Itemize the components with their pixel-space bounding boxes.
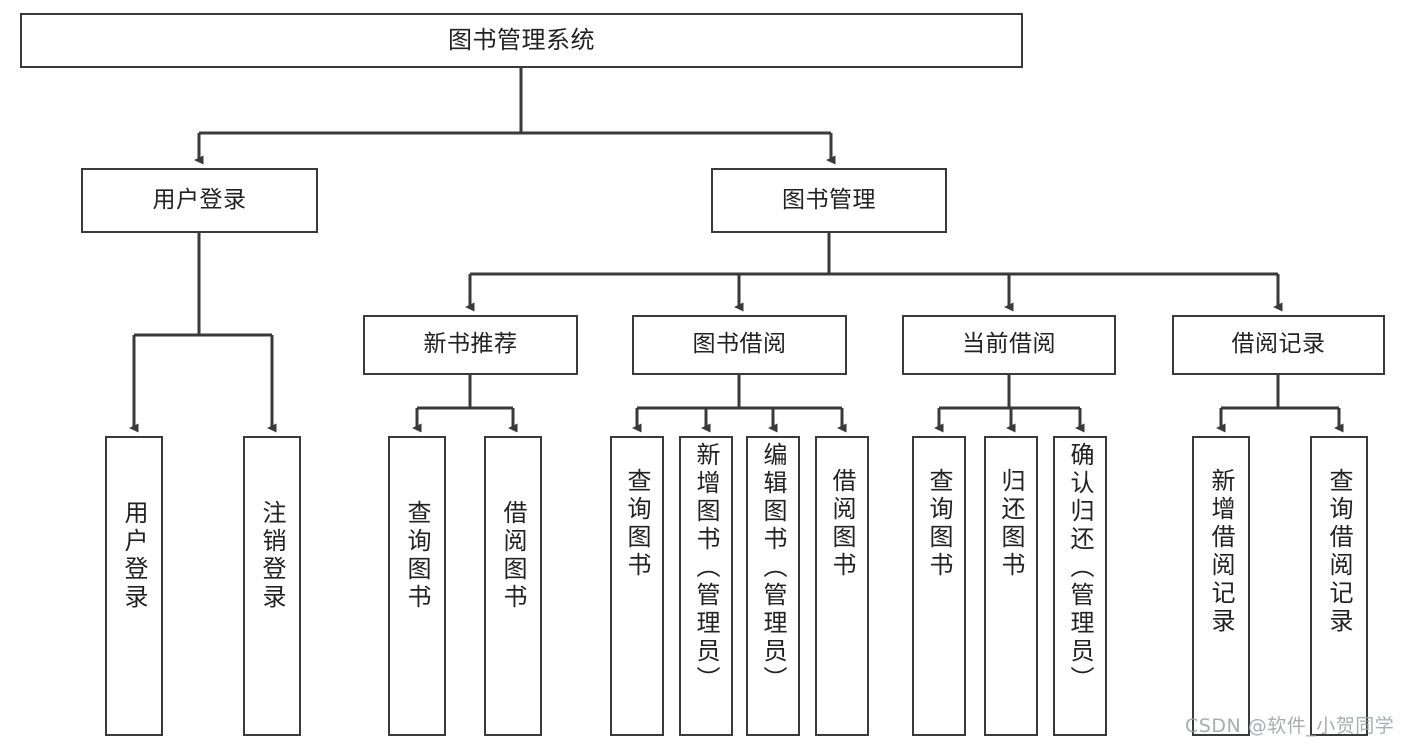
node-leaf-add-book-label: 新增图书（管理员） bbox=[692, 442, 720, 694]
node-book-manage-label: 图书管理 bbox=[782, 186, 876, 213]
node-leaf-borrow-book-1-label: 借阅图书 bbox=[499, 500, 527, 612]
node-current-borrow-label: 当前借阅 bbox=[962, 331, 1056, 358]
node-leaf-edit-book[interactable]: 编辑图书（管理员） bbox=[746, 436, 800, 736]
csdn-watermark: CSDN @软件_小贺同学 bbox=[1185, 715, 1395, 737]
node-leaf-add-book[interactable]: 新增图书（管理员） bbox=[679, 436, 733, 736]
node-leaf-query-book-3[interactable]: 查询图书 bbox=[912, 436, 966, 736]
node-leaf-confirm-return-label: 确认归还（管理员） bbox=[1066, 442, 1094, 694]
node-leaf-edit-book-label: 编辑图书（管理员） bbox=[759, 442, 787, 694]
node-leaf-query-record[interactable]: 查询借阅记录 bbox=[1310, 436, 1368, 736]
node-leaf-add-record-label: 新增借阅记录 bbox=[1207, 468, 1235, 636]
node-leaf-query-book-1-label: 查询图书 bbox=[403, 500, 431, 612]
node-root-label: 图书管理系统 bbox=[448, 26, 595, 55]
node-book-borrow-label: 图书借阅 bbox=[692, 331, 787, 358]
node-leaf-return-book-label: 归还图书 bbox=[997, 468, 1025, 580]
node-current-borrow[interactable]: 当前借阅 bbox=[902, 315, 1116, 375]
node-borrow-record[interactable]: 借阅记录 bbox=[1172, 315, 1385, 375]
node-user-login-label: 用户登录 bbox=[152, 186, 247, 213]
node-leaf-user-login[interactable]: 用户登录 bbox=[105, 436, 163, 736]
node-leaf-user-login-label: 用户登录 bbox=[120, 500, 148, 612]
node-leaf-query-book-2-label: 查询图书 bbox=[623, 468, 651, 580]
node-leaf-user-logout[interactable]: 注销登录 bbox=[243, 436, 301, 736]
node-leaf-query-book-1[interactable]: 查询图书 bbox=[388, 436, 446, 736]
node-leaf-add-record[interactable]: 新增借阅记录 bbox=[1192, 436, 1250, 736]
node-leaf-confirm-return[interactable]: 确认归还（管理员） bbox=[1053, 436, 1107, 736]
node-leaf-borrow-book-2[interactable]: 借阅图书 bbox=[815, 436, 869, 736]
node-borrow-record-label: 借阅记录 bbox=[1231, 331, 1326, 358]
node-new-book-rec-label: 新书推荐 bbox=[423, 331, 518, 358]
node-leaf-borrow-book-2-label: 借阅图书 bbox=[828, 468, 856, 580]
node-root-system[interactable]: 图书管理系统 bbox=[20, 13, 1023, 68]
node-book-borrow[interactable]: 图书借阅 bbox=[632, 315, 847, 375]
node-leaf-query-record-label: 查询借阅记录 bbox=[1325, 468, 1353, 636]
node-leaf-user-logout-label: 注销登录 bbox=[258, 500, 286, 612]
node-new-book-rec[interactable]: 新书推荐 bbox=[363, 315, 578, 375]
node-leaf-query-book-2[interactable]: 查询图书 bbox=[610, 436, 664, 736]
node-leaf-borrow-book-1[interactable]: 借阅图书 bbox=[484, 436, 542, 736]
node-book-manage[interactable]: 图书管理 bbox=[711, 168, 947, 233]
node-user-login[interactable]: 用户登录 bbox=[81, 168, 318, 233]
node-leaf-query-book-3-label: 查询图书 bbox=[925, 468, 953, 580]
node-leaf-return-book[interactable]: 归还图书 bbox=[984, 436, 1038, 736]
